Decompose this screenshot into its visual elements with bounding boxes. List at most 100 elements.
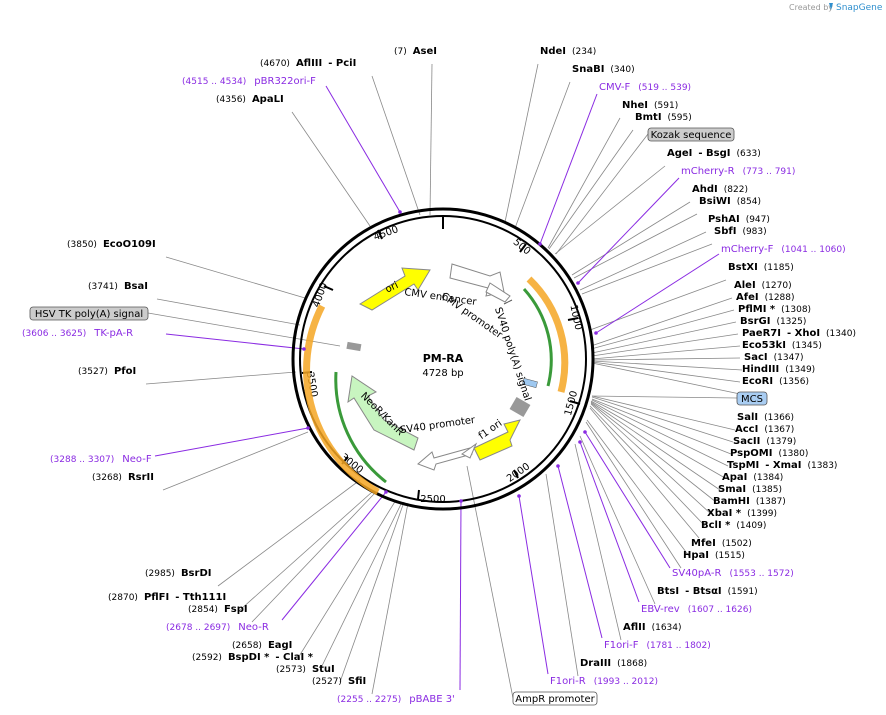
primer-label[interactable]: (2678 .. 2697)Neo-R [166, 622, 269, 633]
primer-mark [517, 494, 521, 498]
site-position: (2527) [312, 677, 342, 687]
site-leader-line [579, 231, 707, 291]
restriction-site[interactable]: (2527)SfiI [312, 676, 366, 687]
restriction-site[interactable]: MfeI(1502) [691, 538, 752, 549]
site-name: AfeI [736, 292, 759, 303]
primer-label[interactable]: CMV-F(519 .. 539) [599, 82, 691, 93]
restriction-site[interactable]: (3850)EcoO109I [67, 239, 156, 250]
orf-arc-left [303, 304, 380, 496]
site-position: (1340) [826, 329, 856, 339]
site-position: (1399) [747, 509, 777, 519]
feature-label: ori [384, 280, 400, 295]
restriction-site[interactable]: NdeI(234) [540, 46, 596, 57]
restriction-site[interactable]: SacII(1379) [733, 436, 796, 447]
primer-leader-line [557, 465, 603, 639]
primer-label[interactable]: (3288 .. 3307)Neo-F [50, 454, 152, 465]
primer-label[interactable]: F1ori-R(1993 .. 2012) [550, 676, 658, 687]
site-name-secondary: - BsgI [698, 148, 730, 159]
restriction-site[interactable]: HpaI(1515) [683, 550, 745, 561]
site-position: (1502) [722, 539, 752, 549]
site-leader-line [585, 421, 682, 569]
restriction-site[interactable]: BsrGI(1325) [740, 316, 806, 327]
restriction-site[interactable]: TspMI- XmaI(1383) [727, 460, 837, 471]
site-name: BstXI [728, 262, 758, 273]
restriction-site[interactable]: AccI(1367) [735, 424, 794, 435]
feature-box[interactable]: Kozak sequence [647, 127, 735, 142]
site-position: (4670) [260, 59, 290, 69]
sv40-polya-box [522, 377, 538, 389]
restriction-site[interactable]: (2573)StuI [276, 664, 335, 675]
restriction-site[interactable]: SmaI(1385) [718, 484, 782, 495]
primer-label[interactable]: EBV-rev(1607 .. 1626) [641, 604, 752, 615]
feature-box[interactable]: MCS [736, 391, 768, 406]
restriction-site[interactable]: BstXI(1185) [728, 262, 794, 273]
restriction-site[interactable]: BmtI(595) [635, 112, 692, 123]
restriction-site[interactable]: AleI(1270) [734, 280, 792, 291]
restriction-site[interactable]: PspOMI(1380) [730, 448, 808, 459]
site-leader-line [581, 243, 713, 295]
restriction-site[interactable]: (2854)FspI [188, 604, 248, 615]
primer-label[interactable]: (4515 .. 4534)pBR322ori-F [182, 76, 316, 87]
primer-position: (3288 .. 3307) [50, 455, 114, 465]
site-name: AflIII [296, 58, 322, 69]
restriction-site[interactable]: AhdI(822) [692, 184, 748, 195]
feature-box[interactable]: AmpR promoter [512, 691, 598, 706]
restriction-site[interactable]: (4356)ApaLI [216, 94, 284, 105]
restriction-site[interactable]: BsiWI(854) [699, 196, 761, 207]
restriction-site[interactable]: AflII(1634) [623, 622, 682, 633]
restriction-site[interactable]: (3741)BsaI [88, 281, 148, 292]
restriction-site[interactable]: AfeI(1288) [736, 292, 795, 303]
restriction-site[interactable]: SbfI(983) [714, 226, 767, 237]
restriction-site[interactable]: (2658)EagI [232, 640, 292, 651]
restriction-site[interactable]: (3527)PfoI [78, 366, 136, 377]
restriction-site[interactable]: SacI(1347) [744, 352, 804, 363]
primer-label[interactable]: mCherry-F(1041 .. 1060) [721, 244, 846, 255]
box-leader-line [591, 395, 738, 399]
restriction-site[interactable]: SalI(1366) [737, 412, 794, 423]
restriction-site[interactable]: BclI *(1409) [701, 520, 766, 531]
site-name: AhdI [692, 184, 718, 195]
plasmid-name: PM-RA [423, 352, 464, 365]
restriction-site[interactable]: EcoRI(1356) [742, 376, 809, 387]
restriction-site[interactable]: NheI(591) [622, 100, 678, 111]
restriction-site[interactable]: PshAI(947) [708, 214, 770, 225]
restriction-site[interactable]: HindIII(1349) [742, 364, 815, 375]
primer-label[interactable]: mCherry-R(773 .. 791) [681, 166, 795, 177]
restriction-site[interactable]: (3268)RsrII [92, 472, 154, 483]
primer-leader-line [539, 93, 598, 245]
restriction-site[interactable]: XbaI *(1399) [707, 508, 777, 519]
restriction-site[interactable]: BtsI- BtsαI(1591) [657, 586, 758, 597]
restriction-site[interactable]: (4670)AflIII- PciI [260, 58, 356, 69]
restriction-site[interactable]: (7)AseI [394, 46, 437, 57]
restriction-site[interactable]: SnaBI(340) [572, 64, 635, 75]
restriction-site[interactable]: (2985)BsrDI [145, 568, 211, 579]
feature-box[interactable]: HSV TK poly(A) signal [29, 306, 149, 321]
restriction-site[interactable]: (2592)BspDI *- ClaI * [192, 652, 314, 663]
site-position: (2592) [192, 653, 222, 663]
primer-label[interactable]: (3606 .. 3625)TK-pA-R [22, 328, 133, 339]
restriction-site[interactable]: Eco53kI(1345) [742, 340, 822, 351]
restriction-site[interactable]: (2870)PflFI- Tth111I [108, 592, 226, 603]
restriction-site[interactable]: PaeR7I- XhoI(1340) [742, 328, 856, 339]
primer-label[interactable]: (2255 .. 2275)pBABE 3' [337, 694, 455, 705]
site-position: (983) [742, 227, 766, 237]
site-leader-line [554, 165, 666, 255]
restriction-site[interactable]: ApaI(1384) [722, 472, 783, 483]
primer-label[interactable]: SV40pA-R(1553 .. 1572) [672, 568, 794, 579]
site-leader-line [162, 431, 309, 491]
credit-prefix: Created by [789, 3, 833, 12]
site-leader-line [156, 298, 301, 326]
f1-ori-arrow [473, 419, 521, 461]
primer-name: TK-pA-R [93, 328, 133, 339]
primer-mark [384, 490, 388, 494]
restriction-site[interactable]: DraIII(1868) [580, 658, 647, 669]
site-name: EcoRI [742, 376, 773, 387]
restriction-site[interactable]: PflMI *(1308) [738, 304, 811, 315]
restriction-site[interactable]: BamHI(1387) [713, 496, 786, 507]
restriction-site-labels: (7)AseI(4670)AflIII- PciI(4356)ApaLI(385… [67, 46, 856, 687]
restriction-site[interactable]: AgeI- BsgI(633) [667, 148, 761, 159]
site-position: (234) [572, 47, 596, 57]
primer-label[interactable]: F1ori-F(1781 .. 1802) [604, 640, 711, 651]
site-position: (1385) [752, 485, 782, 495]
